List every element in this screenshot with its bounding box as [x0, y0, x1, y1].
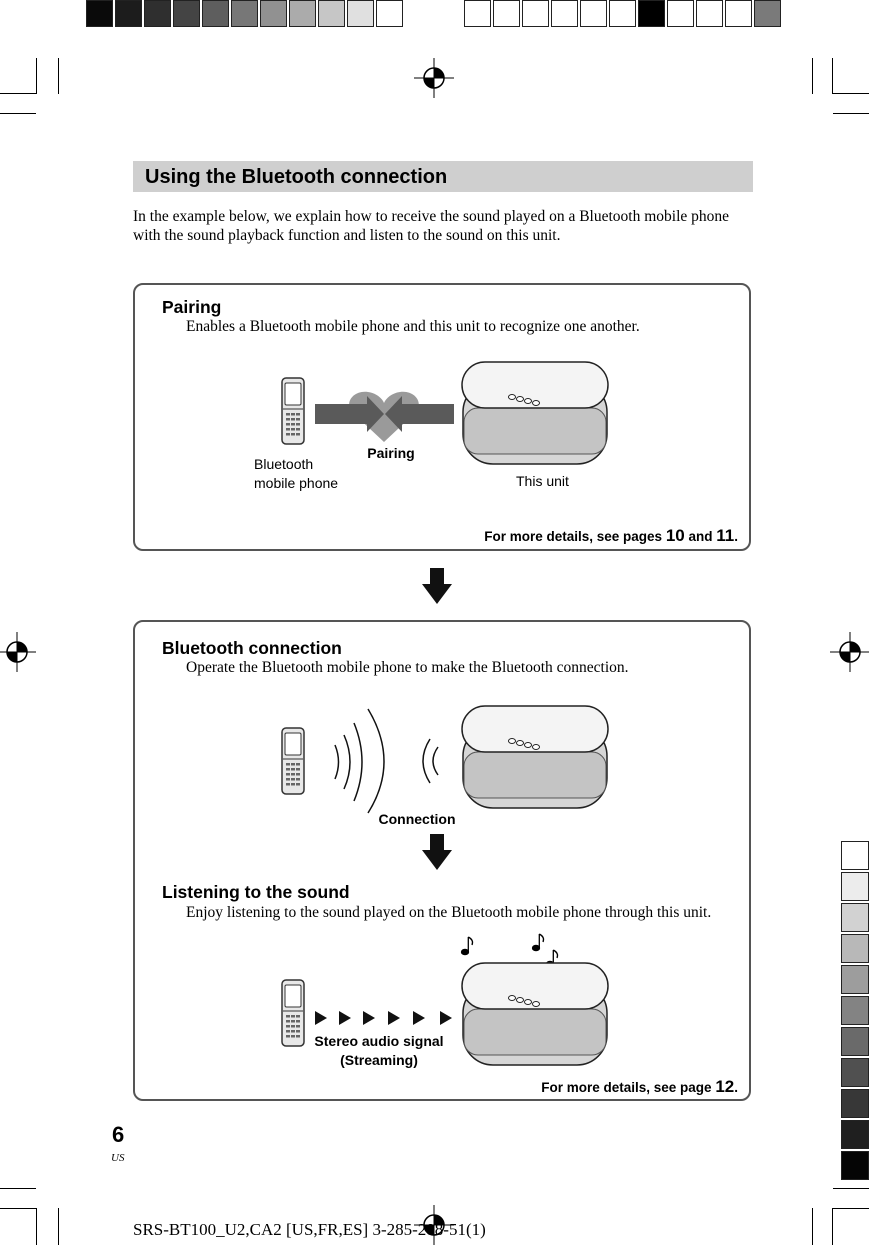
streaming-arrows-icon [315, 1011, 452, 1025]
connection-description: Operate the Bluetooth mobile phone to ma… [186, 659, 629, 676]
mobile-phone-icon [281, 377, 305, 445]
sidebar-tab [841, 1120, 869, 1149]
calibration-swatch [725, 0, 752, 27]
calibration-swatch [260, 0, 287, 27]
calibration-swatch [551, 0, 578, 27]
listening-description: Enjoy listening to the sound played on t… [186, 904, 712, 921]
calibration-swatch [376, 0, 403, 27]
speaker-unit-icon [461, 962, 609, 1066]
intro-paragraph: In the example below, we explain how to … [133, 208, 730, 244]
mobile-phone-icon [281, 979, 305, 1047]
sidebar-tabs [841, 841, 869, 1182]
section-title: Using the Bluetooth connection [145, 166, 448, 188]
calibration-swatch [173, 0, 200, 27]
speaker-unit-icon [461, 705, 609, 809]
calibration-swatch [144, 0, 171, 27]
calibration-swatch [667, 0, 694, 27]
page-region: US [111, 1152, 125, 1164]
calibration-swatch [696, 0, 723, 27]
signal-waves-icon [334, 708, 439, 814]
phone-label-line-1: Bluetooth [254, 456, 314, 472]
sidebar-tab [841, 996, 869, 1025]
stereo-signal-label: Stereo audio signal [314, 1033, 444, 1049]
listening-heading: Listening to the sound [162, 882, 350, 902]
sidebar-tab [841, 841, 869, 870]
speaker-unit-icon [461, 361, 609, 465]
calibration-swatch [522, 0, 549, 27]
this-unit-label: This unit [516, 473, 569, 489]
calibration-swatch [289, 0, 316, 27]
calibration-swatch [638, 0, 665, 27]
sidebar-tab [841, 872, 869, 901]
sidebar-tab [841, 903, 869, 932]
registration-mark-top [414, 58, 454, 98]
calibration-swatch [231, 0, 258, 27]
sidebar-tab [841, 1027, 869, 1056]
calibration-swatch [318, 0, 345, 27]
registration-mark-left [0, 632, 36, 672]
sidebar-tab [841, 1089, 869, 1118]
sidebar-tab [841, 1151, 869, 1180]
pairing-description: Enables a Bluetooth mobile phone and thi… [186, 318, 640, 335]
sidebar-tab [841, 1058, 869, 1087]
phone-label-line-2: mobile phone [254, 475, 339, 491]
pairing-heading: Pairing [162, 297, 222, 317]
calibration-bar-right [464, 0, 783, 27]
pairing-box [133, 283, 751, 551]
pairing-label: Pairing [367, 445, 415, 461]
registration-mark-bottom [414, 1205, 454, 1245]
calibration-swatch [609, 0, 636, 27]
mobile-phone-icon [281, 727, 305, 795]
down-arrow-icon [422, 568, 452, 604]
sidebar-tab [841, 965, 869, 994]
calibration-swatch [580, 0, 607, 27]
streaming-label: (Streaming) [340, 1052, 418, 1068]
calibration-swatch [493, 0, 520, 27]
page-number: 6 [112, 1122, 125, 1147]
listening-page-reference: For more details, see page 12. [541, 1077, 738, 1096]
section-title-bar: Using the Bluetooth connection [133, 161, 753, 192]
calibration-swatch [202, 0, 229, 27]
down-arrow-icon [422, 834, 452, 870]
connection-heading: Bluetooth connection [162, 638, 342, 658]
pairing-page-reference: For more details, see pages 10 and 11. [484, 526, 738, 545]
calibration-bar-left [86, 0, 405, 27]
calibration-swatch [754, 0, 781, 27]
calibration-swatch [464, 0, 491, 27]
footer-code: SRS-BT100_U2,CA2 [US,FR,ES] 3-285-288-51… [133, 1220, 486, 1239]
pairing-heart-icon [315, 391, 454, 442]
calibration-swatch [86, 0, 113, 27]
connection-label: Connection [378, 811, 456, 827]
calibration-swatch [347, 0, 374, 27]
calibration-swatch [115, 0, 142, 27]
sidebar-tab [841, 934, 869, 963]
connection-box [133, 620, 751, 1101]
registration-mark-right [830, 632, 869, 672]
